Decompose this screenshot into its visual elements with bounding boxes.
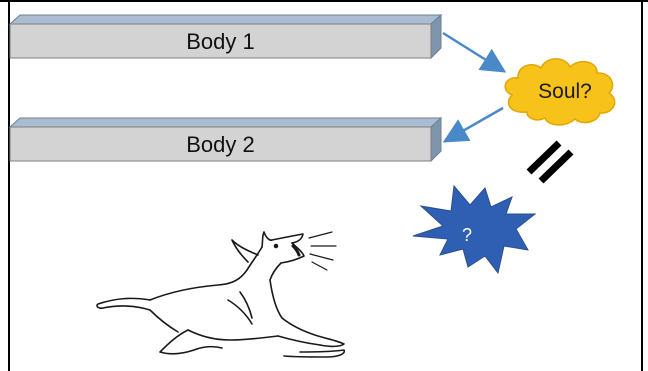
body-1-bar — [8, 13, 443, 60]
frame-left-border — [8, 0, 10, 371]
body-2-front-face — [9, 126, 432, 162]
soul-label: Soul? — [538, 80, 592, 103]
frame-top-border — [0, 0, 648, 2]
body-2-bar — [8, 116, 443, 163]
frame-right-border — [641, 0, 643, 371]
arrow-body1-to-soul — [442, 31, 507, 73]
arrow-soul-to-body2 — [442, 106, 504, 143]
burst-question-label: ? — [461, 225, 472, 245]
soul-cloud — [504, 58, 616, 126]
body-1-top-face — [8, 14, 443, 25]
body-1-front-face — [9, 23, 432, 59]
body-1-label: Body 1 — [186, 29, 255, 54]
body-2-top-face — [8, 117, 443, 128]
not-equal-icon — [526, 140, 574, 184]
body-2-label: Body 2 — [186, 132, 255, 157]
howling-dog-icon — [96, 231, 346, 358]
question-burst — [412, 184, 537, 275]
